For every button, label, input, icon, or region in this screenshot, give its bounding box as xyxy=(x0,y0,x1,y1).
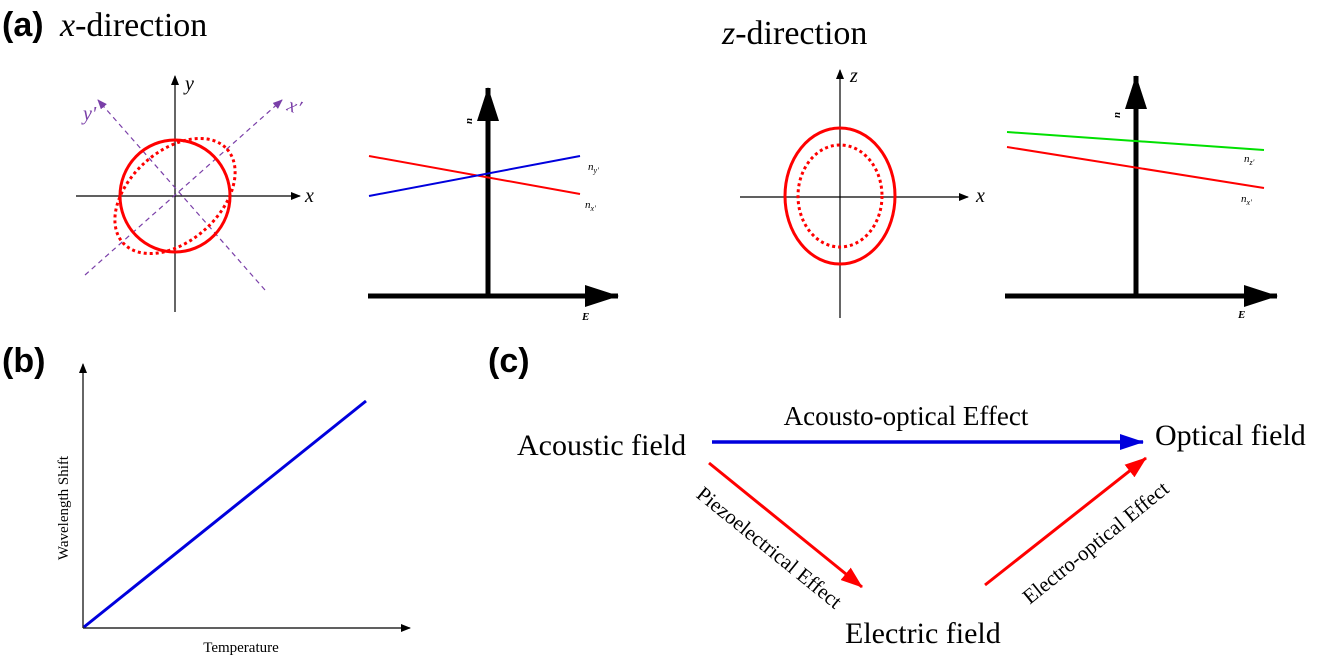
n-x-prime-label-z: nx' xyxy=(1241,193,1252,207)
solid-ellipse-z xyxy=(783,126,897,266)
dotted-ellipse xyxy=(113,136,237,256)
optical-field-node: Optical field xyxy=(1155,419,1306,452)
dotted-ellipse-z xyxy=(796,143,884,249)
y-prime-axis xyxy=(97,99,266,291)
piezoelectrical-arrow xyxy=(708,461,863,589)
z-axis-label: z xyxy=(849,65,858,87)
n-y-prime-line xyxy=(368,155,581,197)
e-axis-z-label: E xyxy=(1237,309,1245,321)
x-direction-title: x-direction xyxy=(59,7,207,44)
n-y-prime-label: ny' xyxy=(588,161,599,175)
piezoelectrical-label: Piezoelectrical Effect xyxy=(692,482,847,614)
x-prime-label: x' xyxy=(283,94,305,120)
acoustic-field-node: Acoustic field xyxy=(517,429,686,462)
electric-field-node: Electric field xyxy=(845,617,1001,650)
panel-a-label: (a) xyxy=(2,6,44,44)
n-axis-label: n xyxy=(463,118,475,124)
z-direction-title: z-direction xyxy=(721,15,867,52)
panel-c-label: (c) xyxy=(488,342,530,380)
wavelength-temperature-plot: Temperature Wavelength Shift xyxy=(56,363,411,656)
n-x-prime-line-z xyxy=(1006,146,1265,189)
x-direction-index-plot: n E ny' nx' xyxy=(368,87,619,323)
y-prime-label: y' xyxy=(81,103,97,125)
z-direction-ellipse-diagram: z x xyxy=(740,65,985,318)
temperature-label: Temperature xyxy=(203,640,279,656)
x-prime-axis xyxy=(84,99,283,276)
x-direction-ellipse-diagram: y x y' x' xyxy=(76,73,314,312)
n-z-prime-label: nz' xyxy=(1244,153,1255,167)
y-axis-label: y xyxy=(183,73,194,95)
n-axis-z-label: n xyxy=(1111,112,1123,118)
electro-optical-arrow xyxy=(984,456,1147,587)
wavelength-shift-label: Wavelength Shift xyxy=(56,455,72,560)
x-axis-label: x xyxy=(304,185,314,207)
wavelength-shift-line xyxy=(83,399,367,629)
e-axis-label: E xyxy=(581,311,589,323)
n-x-prime-label: nx' xyxy=(585,199,596,213)
z-direction-index-plot: n E nz' nx' xyxy=(1005,75,1278,321)
n-z-prime-line xyxy=(1006,131,1265,151)
field-coupling-diagram: Acoustic field Optical field Electric fi… xyxy=(517,401,1306,650)
acousto-optical-label: Acousto-optical Effect xyxy=(784,401,1029,431)
panel-b-label: (b) xyxy=(2,342,45,380)
x-axis-z-label: x xyxy=(975,185,985,207)
